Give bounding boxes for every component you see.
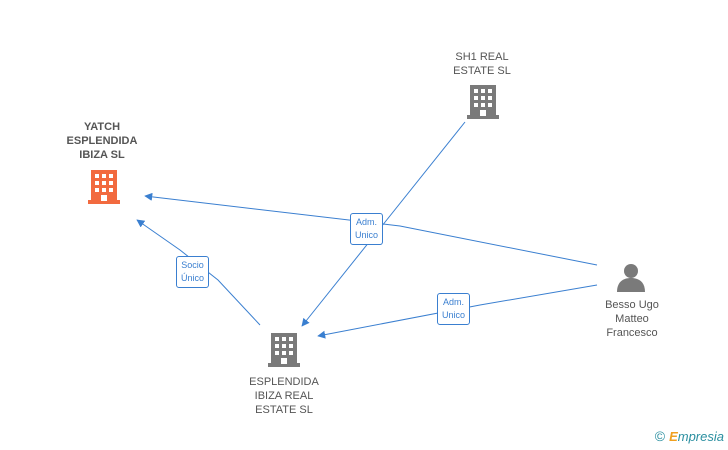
node-label-sh1[interactable]: SH1 REAL ESTATE SL [453, 51, 511, 77]
node-label-esplendida[interactable]: ESPLENDIDA IBIZA REAL ESTATE SL [249, 376, 319, 416]
node-label-besso[interactable]: Besso Ugo Matteo Francesco [605, 299, 659, 339]
empresia-logo: ©Empresia [654, 428, 724, 444]
building-icon-yatch[interactable] [88, 170, 120, 204]
copyright-icon: © [654, 428, 666, 444]
building-icon-esplendida[interactable] [268, 333, 300, 367]
edge-besso-to-yatch [144, 192, 598, 266]
building-icon-sh1[interactable] [467, 85, 499, 119]
edge-label-adm-unico-stacked[interactable]: Adm. Unico [350, 209, 390, 245]
edge-label-adm-unico-besso[interactable]: Adm. Unico [437, 293, 471, 325]
edge-label-socio-unico[interactable]: Socio Único [176, 256, 210, 288]
person-icon-besso[interactable] [617, 264, 645, 292]
edge-besso-to-esplendida [317, 284, 598, 339]
node-label-yatch[interactable]: YATCH ESPLENDIDA IBIZA SL [66, 121, 138, 161]
